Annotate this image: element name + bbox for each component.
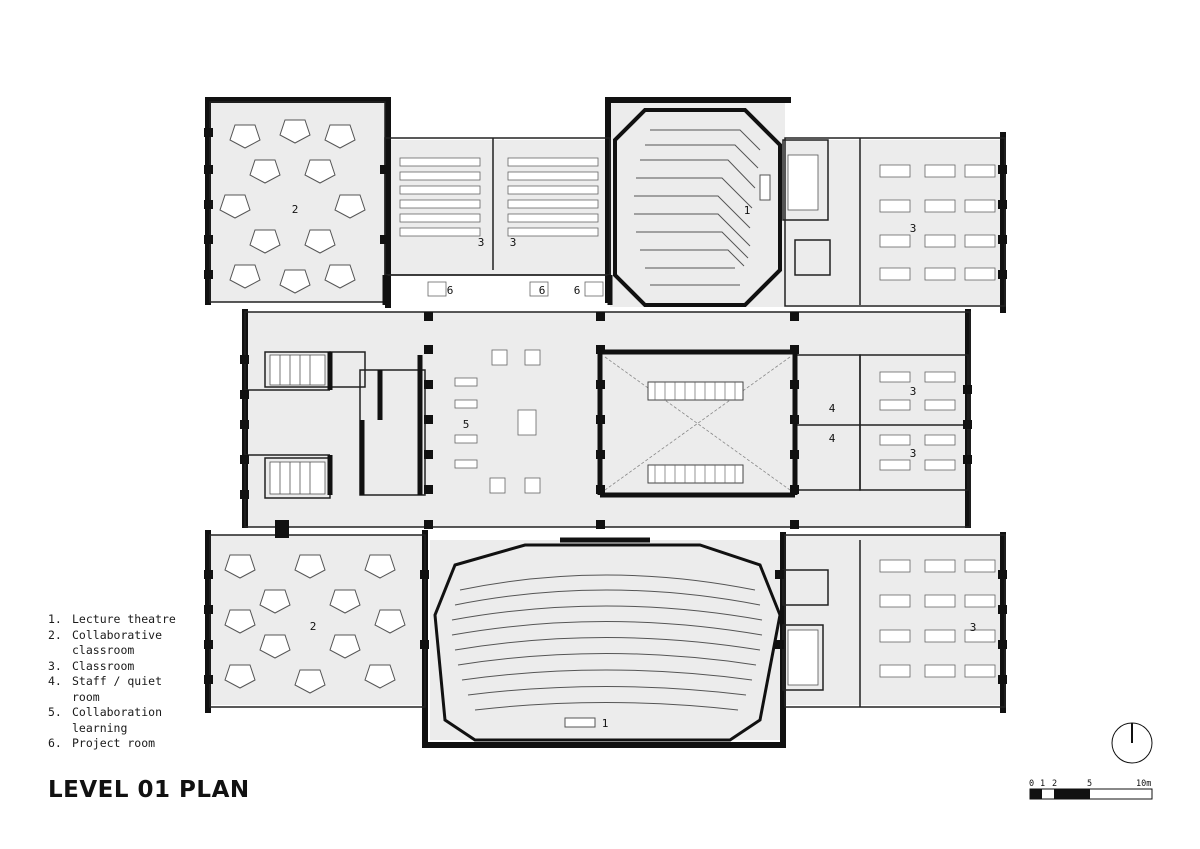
label-class-se: 3 — [970, 621, 977, 634]
north-arrow-icon — [1111, 722, 1153, 764]
legend-item: 6.Project room — [48, 736, 156, 750]
legend-item: 3.Classroom — [48, 658, 135, 673]
scale-bar: 0 1 2 5 10m — [1029, 779, 1153, 800]
label-learning: 5 — [463, 418, 470, 431]
plan-title: LEVEL 01 PLAN — [48, 777, 250, 803]
label-proj-b: 6 — [539, 284, 546, 297]
legend-item: 5.Collaboration learning — [48, 705, 163, 735]
label-class-ne: 3 — [910, 222, 917, 235]
lecture-theatre-north — [613, 108, 782, 307]
room-labels: 2 3 3 1 3 6 6 6 5 4 4 3 3 2 1 3 — [292, 203, 977, 730]
scale-tick-0: 0 — [1029, 779, 1034, 789]
atrium-void — [604, 356, 791, 491]
label-class-e2: 3 — [910, 447, 917, 460]
label-theatre-n: 1 — [744, 204, 751, 217]
lecture-theatre-south — [433, 543, 782, 742]
label-class-b: 3 — [510, 236, 517, 249]
label-collab-sw: 2 — [310, 620, 317, 633]
label-collab-nw: 2 — [292, 203, 299, 216]
legend-item: 1.Lecture theatre — [48, 612, 176, 626]
legend-item: 4.Staff / quiet room — [48, 674, 163, 704]
label-proj-c: 6 — [574, 284, 581, 297]
label-staff-a: 4 — [829, 402, 836, 415]
label-theatre-s: 1 — [602, 717, 609, 730]
stair-cores — [269, 154, 819, 686]
collab-tables-sw — [224, 554, 406, 694]
scale-tick-5: 5 — [1087, 779, 1092, 789]
legend-item: 2.Collaborative classroom — [48, 627, 163, 658]
label-class-e1: 3 — [910, 385, 917, 398]
scale-tick-1: 1 — [1040, 779, 1045, 789]
scale-tick-10: 10m — [1136, 779, 1151, 789]
label-proj-a: 6 — [447, 284, 454, 297]
classroom-desks — [399, 157, 996, 678]
interior-walls — [327, 275, 798, 543]
label-class-a: 3 — [478, 236, 485, 249]
room-legend: 1.Lecture theatre 2.Collaborative classr… — [48, 612, 177, 752]
scale-tick-2: 2 — [1052, 779, 1057, 789]
label-staff-b: 4 — [829, 432, 836, 445]
collab-tables-nw — [219, 119, 366, 294]
